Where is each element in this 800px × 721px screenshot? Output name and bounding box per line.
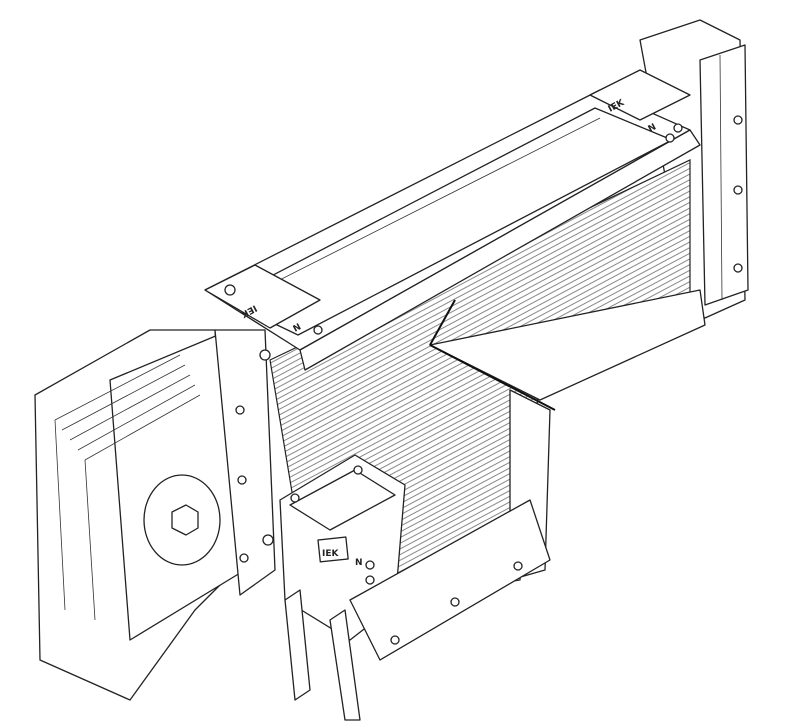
top-left-label-block: IEK N — [204, 264, 323, 335]
neutral-label: N — [355, 558, 363, 568]
left-end-flange — [34, 329, 276, 701]
neutral-label: N — [647, 122, 658, 134]
main-housing — [204, 89, 706, 601]
brand-label: IEK — [322, 549, 339, 559]
top-right-label-block: IEK N — [589, 69, 691, 143]
neutral-label: N — [292, 322, 303, 334]
bottom-tee-end: IEK N — [279, 454, 551, 721]
bolt-icon — [171, 504, 199, 536]
